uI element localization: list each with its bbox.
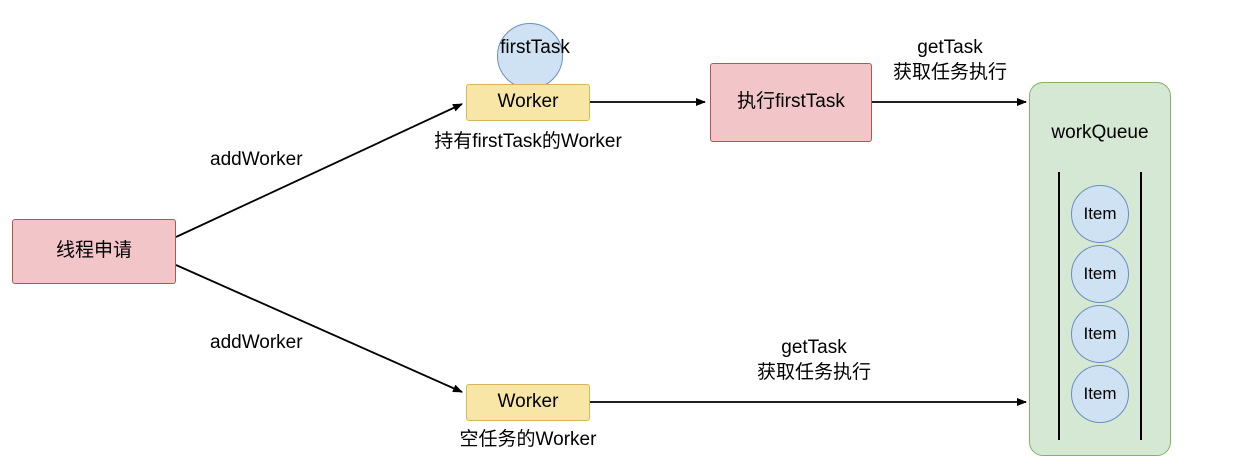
label-get-task-top: getTask 获取任务执行 bbox=[872, 36, 1028, 85]
node-worker-empty-label: Worker bbox=[497, 391, 559, 413]
label-get-task-bottom: getTask 获取任务执行 bbox=[716, 336, 912, 385]
label-add-worker-bottom-text: addWorker bbox=[210, 332, 303, 353]
label-first-task-caption-text: firstTask bbox=[500, 37, 570, 58]
node-thread-request-label: 线程申请 bbox=[55, 240, 132, 262]
label-add-worker-bottom: addWorker bbox=[210, 331, 350, 355]
queue-rail-right bbox=[1140, 172, 1142, 440]
label-get-task-top-line2: 获取任务执行 bbox=[892, 61, 1007, 83]
label-add-worker-top: addWorker bbox=[210, 148, 350, 172]
node-worker-with-task-label: Worker bbox=[497, 91, 559, 113]
queue-item-2[interactable]: Item bbox=[1071, 305, 1129, 363]
label-worker-empty-caption-text: 空任务的Worker bbox=[459, 429, 597, 450]
queue-rail-left bbox=[1058, 172, 1060, 440]
label-worker-with-task-caption: 持有firstTask的Worker bbox=[411, 130, 645, 154]
node-exec-first-task-label: 执行firstTask bbox=[737, 91, 845, 113]
label-get-task-bottom-line2: 获取任务执行 bbox=[756, 361, 871, 383]
queue-item-3-label: Item bbox=[1083, 384, 1117, 403]
queue-item-2-label: Item bbox=[1083, 324, 1117, 343]
label-add-worker-top-text: addWorker bbox=[210, 149, 303, 170]
node-worker-with-task[interactable]: Worker bbox=[466, 84, 590, 121]
node-worker-empty[interactable]: Worker bbox=[466, 384, 590, 421]
node-work-queue-label: workQueue bbox=[1029, 122, 1171, 144]
node-exec-first-task[interactable]: 执行firstTask bbox=[710, 63, 872, 142]
queue-item-0[interactable]: Item bbox=[1071, 185, 1129, 243]
queue-item-0-label: Item bbox=[1083, 204, 1117, 223]
label-worker-with-task-caption-text: 持有firstTask的Worker bbox=[434, 131, 622, 152]
queue-item-3[interactable]: Item bbox=[1071, 365, 1129, 423]
node-thread-request[interactable]: 线程申请 bbox=[12, 219, 176, 284]
node-work-queue-label-text: workQueue bbox=[1051, 122, 1149, 143]
label-first-task-caption: firstTask bbox=[485, 36, 585, 60]
queue-item-1[interactable]: Item bbox=[1071, 245, 1129, 303]
queue-item-1-label: Item bbox=[1083, 264, 1117, 283]
label-get-task-bottom-line1: getTask bbox=[781, 337, 847, 358]
edge-addworker-bottom bbox=[175, 264, 463, 393]
label-get-task-top-line1: getTask bbox=[917, 37, 983, 58]
node-first-task-circle[interactable] bbox=[497, 23, 563, 89]
label-worker-empty-caption: 空任务的Worker bbox=[441, 428, 615, 452]
